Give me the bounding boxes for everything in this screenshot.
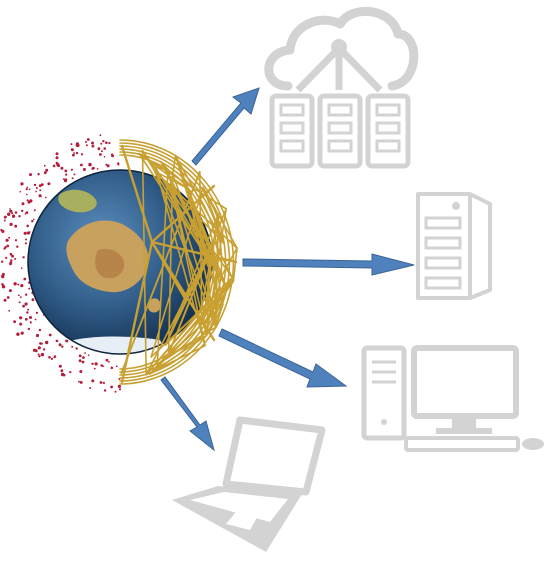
mouse-icon: [522, 438, 544, 450]
continents: [58, 189, 170, 354]
rack-server-icon: [317, 93, 363, 169]
arrow-to-cloud: [191, 87, 260, 166]
rack-server-icon: [269, 93, 315, 169]
satellite-dots: [0, 134, 122, 393]
keyboard-icon: [404, 436, 520, 452]
satellite-globe-icon: [0, 134, 238, 393]
cloud-data-center-icon: [264, 6, 419, 169]
laptop-icon: [172, 416, 326, 552]
server-tower-icon: [416, 192, 492, 300]
rack-server-icon: [365, 93, 411, 169]
arrow-to-desktop: [218, 328, 348, 388]
pc-tower-icon: [361, 345, 407, 441]
arrow-to-server: [242, 253, 415, 276]
desktop-computer-icon: [361, 345, 544, 452]
satellite-orbit-cage: [119, 139, 238, 385]
monitor-icon: [411, 345, 519, 434]
arrow-to-laptop: [160, 376, 215, 452]
